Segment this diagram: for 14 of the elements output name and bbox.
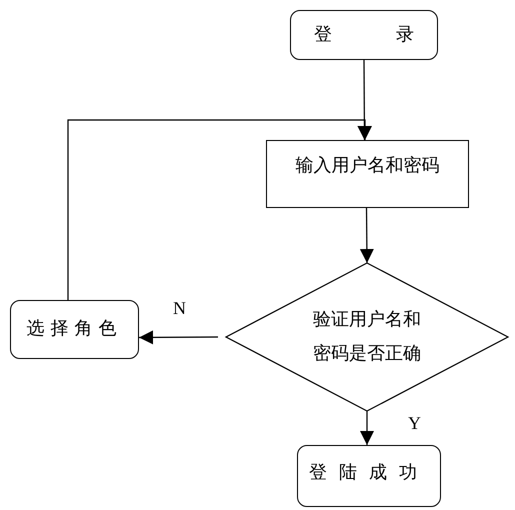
node-label: 输入用户名和密码 bbox=[296, 154, 440, 178]
process-box bbox=[266, 140, 469, 208]
arrow bbox=[67, 119, 372, 300]
arrow bbox=[139, 330, 218, 344]
node-label: 登 录 bbox=[314, 22, 414, 47]
arrow bbox=[360, 208, 374, 263]
node-label: 验证用户名和密码是否正确 bbox=[312, 308, 422, 366]
arrow bbox=[360, 411, 374, 445]
terminal-box bbox=[290, 10, 438, 60]
terminal-box bbox=[297, 445, 441, 507]
node-label: 登陆成功 bbox=[309, 460, 429, 485]
terminal-box bbox=[10, 300, 139, 359]
decision-diamond bbox=[224, 262, 510, 412]
node-label: 选择角色 bbox=[26, 317, 122, 342]
